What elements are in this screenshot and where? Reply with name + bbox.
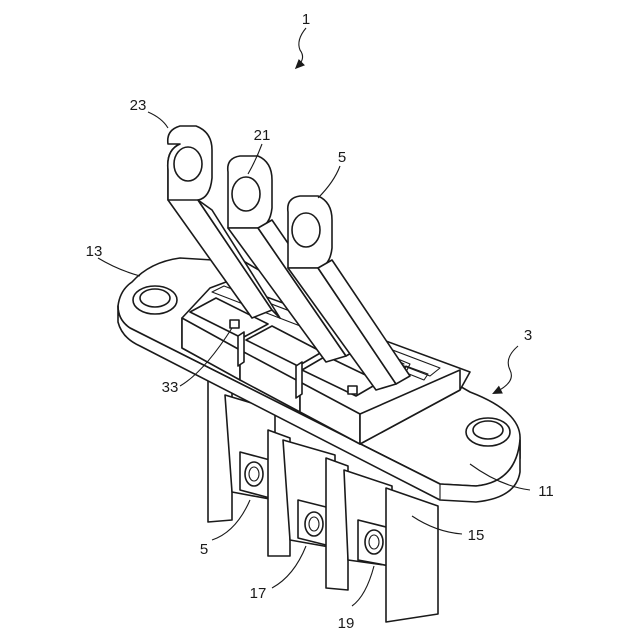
ref-3: 3 bbox=[524, 327, 532, 344]
ref-21: 21 bbox=[254, 127, 271, 144]
leader-13 bbox=[98, 258, 140, 276]
ref-33: 33 bbox=[162, 379, 179, 396]
terminal-leg-middle bbox=[268, 430, 335, 556]
ref-17: 17 bbox=[250, 585, 267, 602]
ref-5-top: 5 bbox=[338, 149, 346, 166]
ref-11: 11 bbox=[538, 483, 554, 500]
arrow-ref-1 bbox=[298, 28, 306, 66]
ref-23: 23 bbox=[130, 97, 147, 114]
ref-13: 13 bbox=[86, 243, 103, 260]
ref-5-bottom: 5 bbox=[200, 541, 208, 558]
ref-1: 1 bbox=[302, 11, 310, 28]
ref-15: 15 bbox=[468, 527, 485, 544]
leader-19 bbox=[352, 566, 374, 606]
window-33 bbox=[230, 320, 239, 328]
window-right bbox=[348, 386, 357, 394]
arrow-ref-3 bbox=[496, 346, 518, 392]
side-wall-15 bbox=[386, 488, 438, 622]
leader-23 bbox=[148, 112, 168, 128]
leader-5-top bbox=[318, 166, 340, 198]
ref-19: 19 bbox=[338, 615, 355, 632]
mount-hole-left bbox=[133, 286, 177, 314]
mount-hole-right bbox=[466, 418, 510, 446]
